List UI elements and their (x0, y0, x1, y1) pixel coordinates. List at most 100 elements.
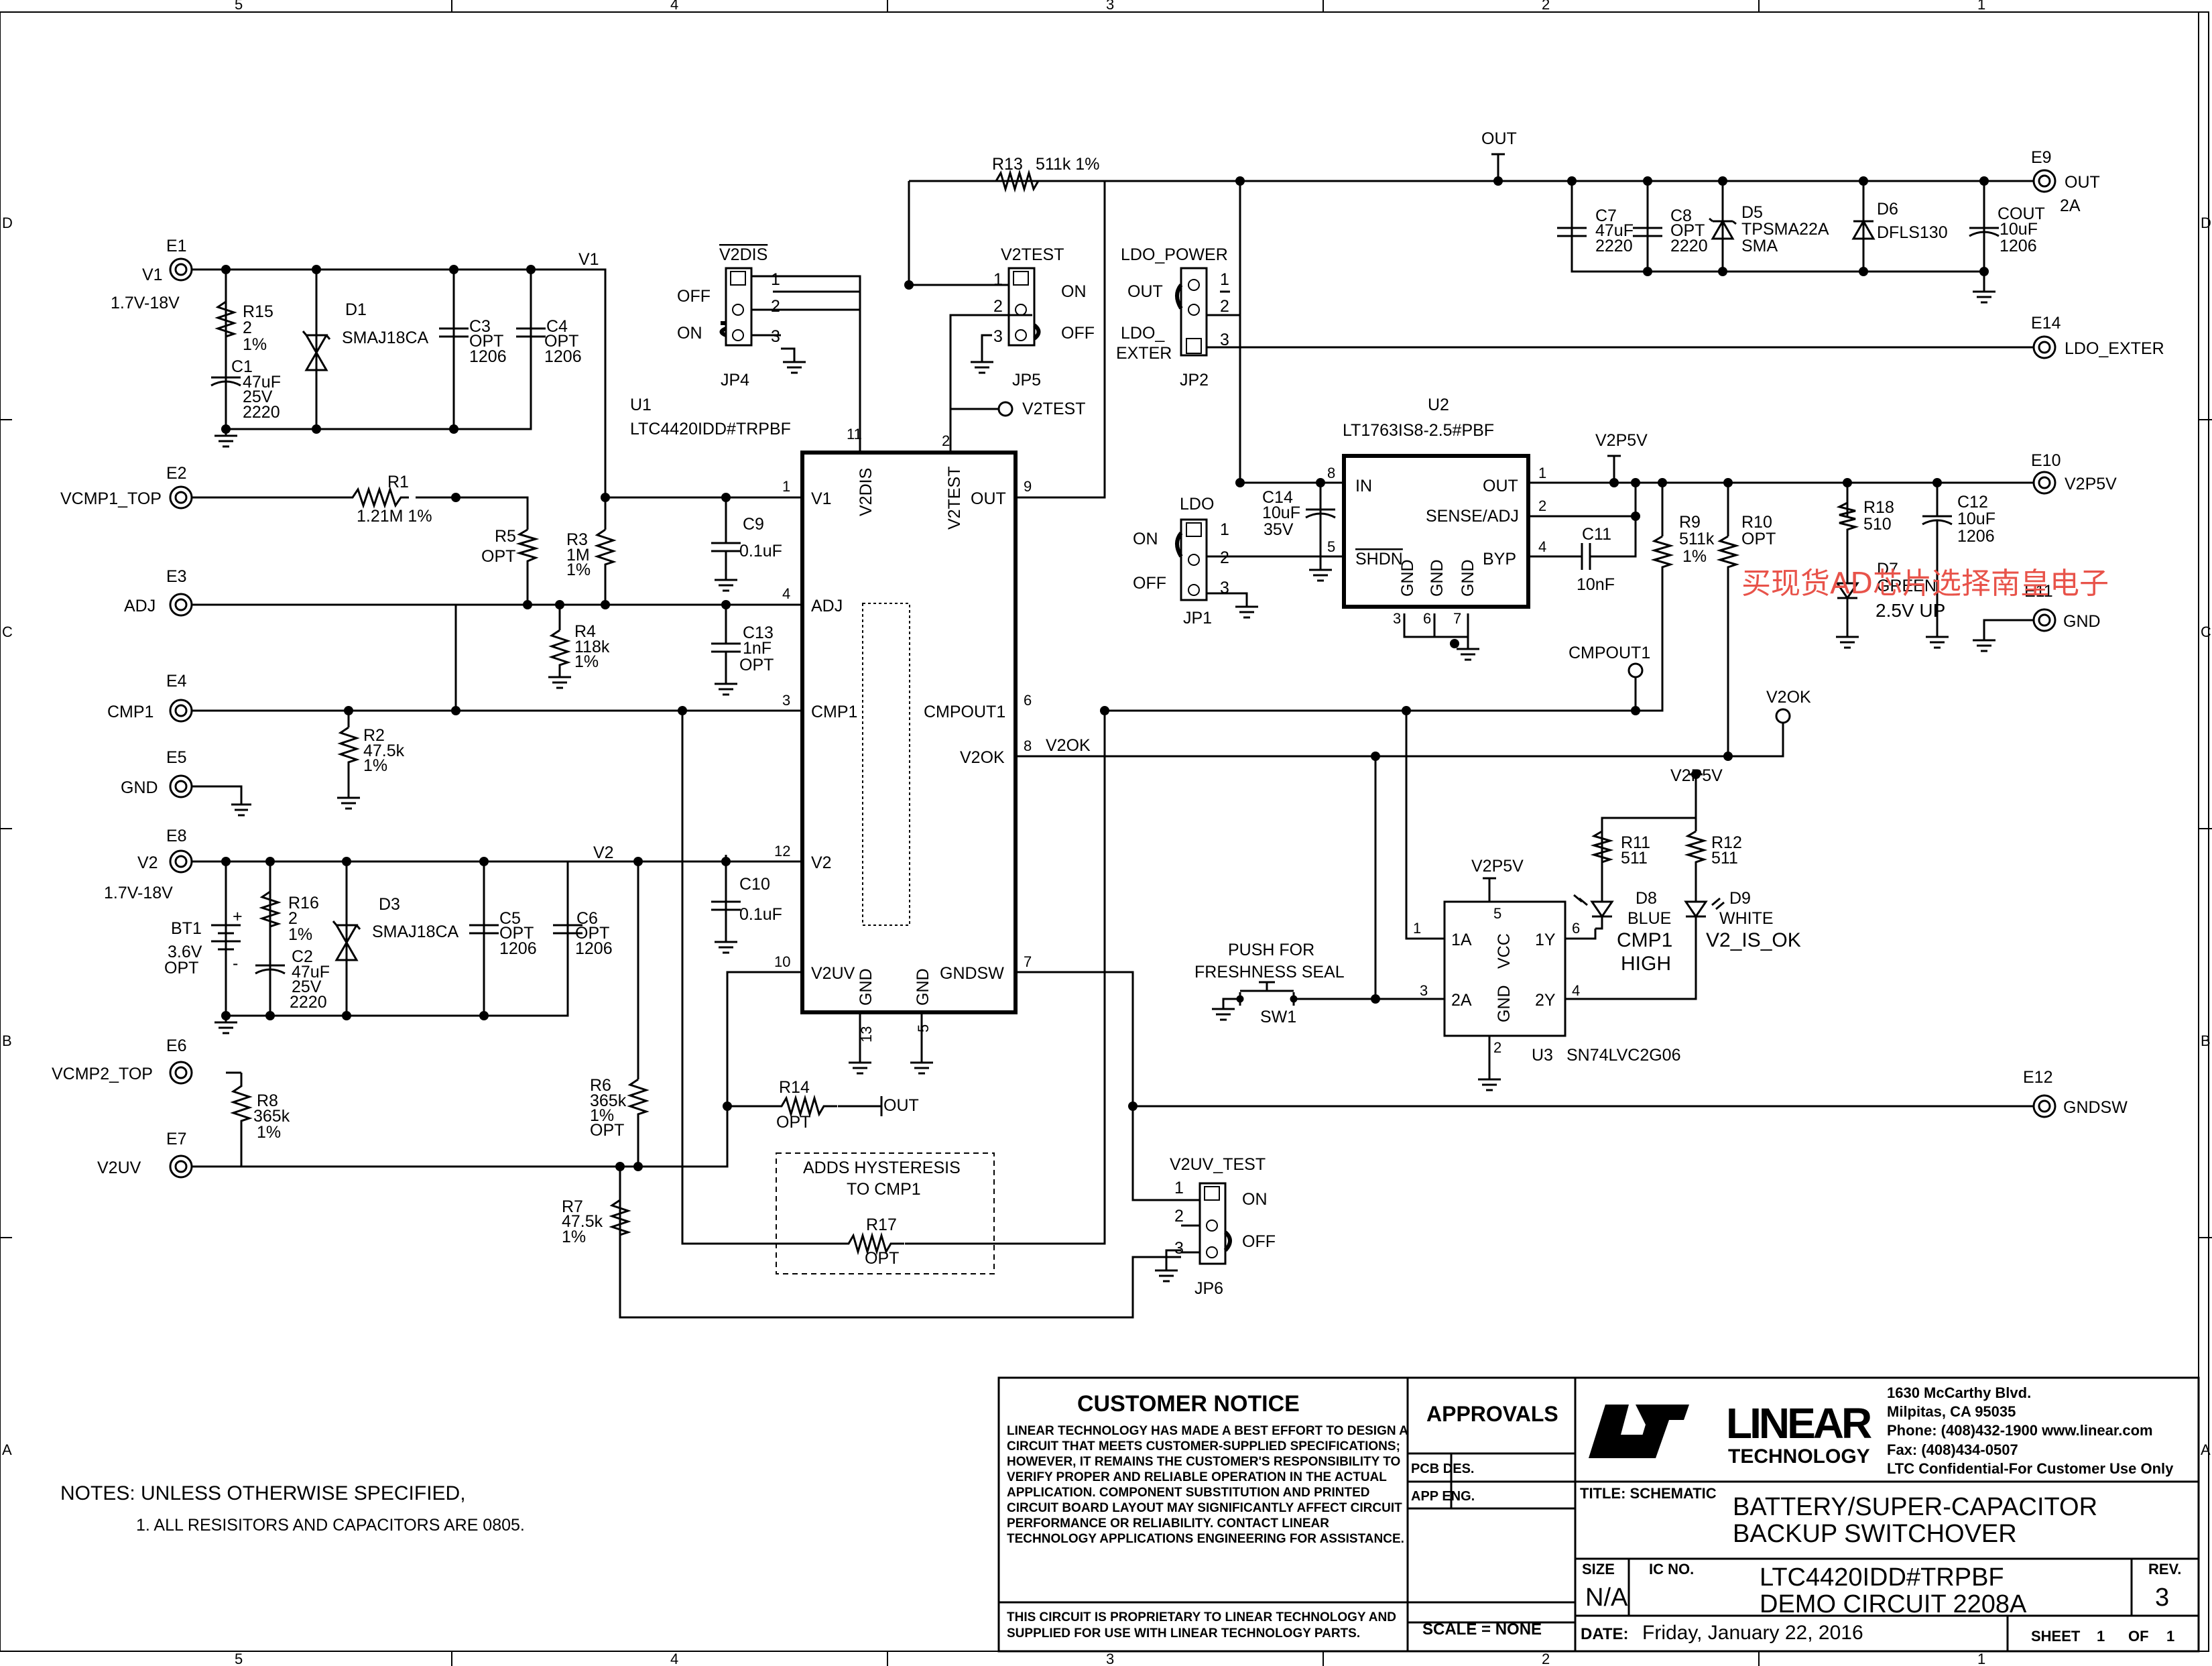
svg-text:OUT: OUT (883, 1096, 919, 1115)
terminal-e9[interactable]: E9 OUT 2A (2024, 148, 2100, 215)
c7-size: 2220 (1595, 237, 1633, 255)
svg-text:CMP1: CMP1 (107, 703, 153, 721)
svg-text:6: 6 (1572, 920, 1580, 937)
svg-text:4: 4 (782, 585, 790, 602)
svg-text:13: 13 (858, 1026, 875, 1043)
terminal-e12[interactable]: E12 GNDSW (2023, 1068, 2128, 1118)
svg-text:+: + (233, 907, 243, 926)
svg-text:E5: E5 (166, 748, 187, 767)
c1-size: 2220 (243, 403, 280, 422)
terminal-e11[interactable]: E11 GND (1983, 582, 2101, 640)
customer-notice-title: CUSTOMER NOTICE (1077, 1391, 1300, 1417)
customer-notice-body: LINEAR TECHNOLOGY HAS MADE A BEST EFFORT… (1007, 1424, 1408, 1546)
col-label-3-bottom: 3 (1106, 1651, 1114, 1666)
watermark-text: 买现货AD芯片选择南皇电子 (1741, 567, 2109, 601)
d3-part: SMAJ18CA (372, 923, 459, 941)
terminal-e5[interactable]: E5 GND (121, 748, 243, 805)
svg-text:OUT: OUT (1481, 129, 1517, 148)
jumper-jp5[interactable]: 123 V2TEST ON OFF JP5 (909, 245, 1095, 390)
svg-text:5: 5 (1493, 905, 1501, 922)
ic-u2: U2 LT1763IS8-2.5#PBF 8 IN 5 SHDN 1 OUT 2… (1327, 396, 1546, 627)
c14-value: 10uF (1262, 503, 1300, 522)
jumper-jp6[interactable]: 123 V2UV_TEST ON OFF JP6 (1170, 1155, 1276, 1298)
svg-text:CMP1: CMP1 (811, 703, 857, 721)
svg-text:V2TEST: V2TEST (1001, 245, 1064, 264)
terminal-e2[interactable]: E2 VCMP1_TOP (60, 464, 193, 510)
svg-text:E12: E12 (2023, 1068, 2052, 1087)
svg-text:3: 3 (1393, 610, 1401, 627)
d8-label-2: HIGH (1621, 953, 1671, 975)
svg-text:9: 9 (1024, 478, 1032, 495)
net-labels: V1 V2 OUT V2TEST V2P5V CMPOUT1 V2OK V2OK… (578, 129, 1811, 1115)
ic-u1: U1 LTC4420IDD#TRPBF 1 V1 4 ADJ 3 CMP1 12… (630, 396, 1032, 1043)
c6-value: OPT (575, 924, 609, 943)
notes: NOTES: UNLESS OTHERWISE SPECIFIED, 1. AL… (60, 1482, 525, 1535)
r3-value: 1M (566, 546, 590, 564)
svg-text:2: 2 (993, 297, 1003, 316)
sw1-note-1: PUSH FOR (1228, 941, 1314, 959)
svg-text:E11: E11 (2024, 582, 2053, 601)
jumper-jp2[interactable]: 123 LDO_POWER OUT LDO_ EXTER JP2 (1116, 245, 1240, 390)
d5-ref: D5 (1741, 203, 1763, 222)
r14-value: OPT (776, 1113, 810, 1132)
svg-text:OFF: OFF (1242, 1232, 1276, 1251)
title-block: CUSTOMER NOTICE LINEAR TECHNOLOGY HAS MA… (997, 1376, 2200, 1653)
c9-ref: C9 (743, 515, 764, 534)
svg-text:HOWEVER, IT REMAINS THE CUSTOM: HOWEVER, IT REMAINS THE CUSTOMER'S RESPO… (1007, 1455, 1400, 1469)
r9-ref: R9 (1679, 513, 1701, 532)
c1-voltage: 25V (243, 388, 273, 406)
r2-ref: R2 (363, 726, 385, 745)
r10-value: OPT (1741, 530, 1776, 548)
terminal-e7[interactable]: E7 V2UV (97, 1130, 193, 1179)
row-label-d-right: D (2201, 215, 2211, 231)
c4-value: OPT (544, 332, 578, 351)
switch-sw1 (1230, 981, 1298, 1006)
svg-text:V2TEST: V2TEST (1022, 400, 1085, 418)
c14-ref: C14 (1262, 488, 1293, 507)
svg-text:1: 1 (782, 478, 790, 495)
terminal-e4[interactable]: E4 CMP1 (107, 672, 193, 723)
terminal-e10[interactable]: E10 V2P5V (2024, 451, 2117, 495)
svg-text:CIRCUIT THAT MEETS CUSTOMER-SU: CIRCUIT THAT MEETS CUSTOMER-SUPPLIED SPE… (1007, 1439, 1400, 1453)
svg-text:V2P5V: V2P5V (1595, 431, 1648, 450)
svg-text:1: 1 (1413, 920, 1421, 937)
terminal-e14[interactable]: E14 LDO_EXTER (2024, 314, 2164, 359)
svg-text:JP4: JP4 (721, 371, 749, 390)
ic-no-label: IC NO. (1649, 1561, 1694, 1578)
rev-label: REV. (2148, 1561, 2181, 1578)
terminal-e3[interactable]: E3 ADJ (124, 567, 193, 617)
d3-ref: D3 (379, 895, 400, 914)
svg-text:LT1763IS8-2.5#PBF: LT1763IS8-2.5#PBF (1343, 421, 1494, 440)
terminal-e8[interactable]: E8 V2 1.7V-18V (104, 827, 193, 902)
svg-text:JP6: JP6 (1194, 1279, 1223, 1298)
svg-text:2: 2 (942, 432, 950, 449)
svg-text:ADJ: ADJ (811, 597, 843, 615)
r4-tol: 1% (574, 652, 599, 671)
r7-tol: 1% (562, 1228, 586, 1246)
r15-tol: 1% (243, 335, 267, 354)
svg-text:1: 1 (1220, 270, 1229, 289)
jumper-jp1[interactable]: 123 LDO ON OFF JP1 (1133, 495, 1229, 628)
c4-size: 1206 (544, 347, 582, 366)
c6-size: 1206 (575, 939, 613, 958)
c7-ref: C7 (1595, 206, 1617, 225)
svg-text:TECHNOLOGY APPLICATIONS ENGINE: TECHNOLOGY APPLICATIONS ENGINEERING FOR … (1007, 1532, 1404, 1546)
d8-ref: D8 (1636, 889, 1657, 908)
terminal-e1[interactable]: E1 V1 1.7V-18V (111, 237, 193, 312)
svg-text:TECHNOLOGY: TECHNOLOGY (1728, 1445, 1870, 1468)
jumper-jp4[interactable]: 123 V2DIS OFF ON JP4 (677, 245, 860, 390)
date-value: Friday, January 22, 2016 (1642, 1622, 1863, 1644)
col-label-5: 5 (235, 0, 243, 13)
svg-text:GND: GND (914, 968, 932, 1006)
svg-text:1A: 1A (1451, 931, 1472, 949)
hysteresis-note: ADDS HYSTERESIS TO CMP1 (776, 1152, 995, 1274)
title-label: TITLE: SCHEMATIC (1580, 1485, 1717, 1502)
r6-value: 365k (590, 1091, 627, 1110)
r18-ref: R18 (1863, 498, 1894, 517)
bt1-ref: BT1 (171, 919, 202, 938)
svg-text:EXTER: EXTER (1116, 344, 1172, 363)
c1-value: 47uF (243, 373, 281, 392)
terminal-e6[interactable]: E6 VCMP2_TOP (52, 1036, 193, 1085)
r16-ref: R16 (288, 894, 319, 912)
d8-color: BLUE (1627, 909, 1671, 928)
